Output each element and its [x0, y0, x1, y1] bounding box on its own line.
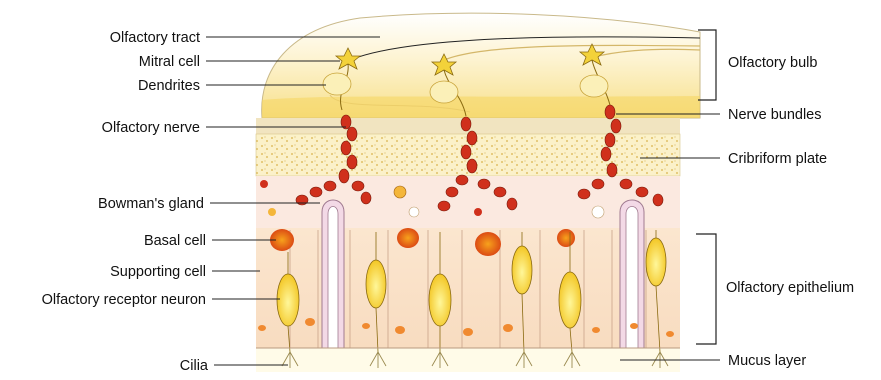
bracket-olfactory-bulb: [698, 30, 716, 100]
label-bowmans-gland: Bowman's gland: [98, 196, 204, 212]
label-olfactory-bulb: Olfactory bulb: [728, 55, 817, 71]
mucus-layer-tissue: [256, 348, 680, 372]
label-olfactory-tract: Olfactory tract: [110, 30, 200, 46]
label-supporting-cell: Supporting cell: [110, 264, 206, 280]
bracket-olfactory-epithelium: [696, 234, 716, 344]
label-mucus-layer: Mucus layer: [728, 353, 806, 369]
label-dendrites: Dendrites: [138, 78, 200, 94]
olfactory-bulb: [262, 13, 700, 118]
label-olfactory-nerve: Olfactory nerve: [102, 120, 200, 136]
label-olfactory-receptor-neuron: Olfactory receptor neuron: [42, 292, 206, 308]
lamina-propria: [256, 176, 680, 228]
label-mitral-cell: Mitral cell: [139, 54, 200, 70]
label-nerve-bundles: Nerve bundles: [728, 107, 822, 123]
label-olfactory-epithelium: Olfactory epithelium: [726, 280, 854, 296]
label-basal-cell: Basal cell: [144, 233, 206, 249]
label-cilia: Cilia: [180, 358, 209, 374]
label-cribriform-plate: Cribriform plate: [728, 151, 827, 167]
